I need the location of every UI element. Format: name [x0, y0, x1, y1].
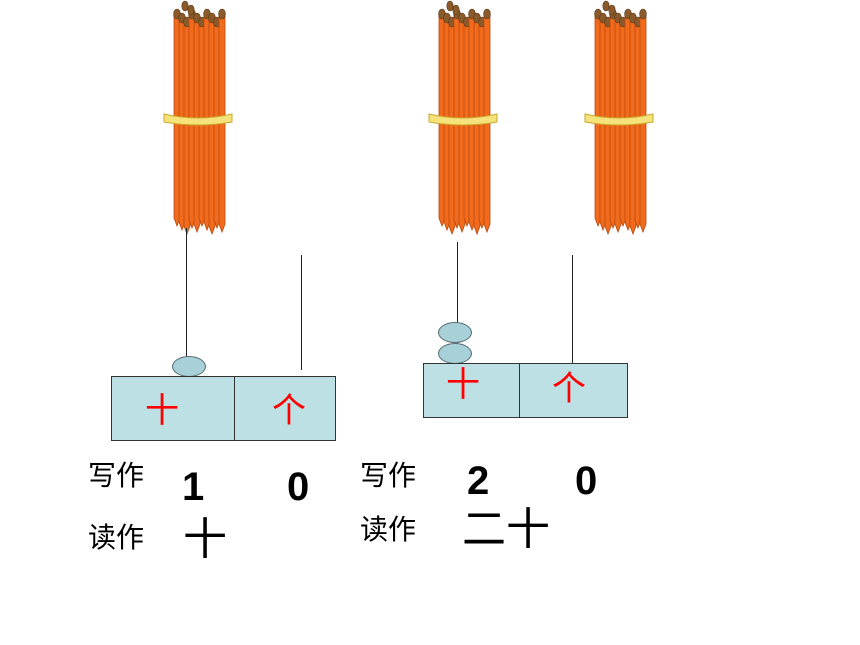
- left-abacus-divider: [234, 377, 235, 440]
- right-tens-rod: [457, 242, 458, 362]
- right-abacus-divider: [519, 364, 520, 417]
- right-tens-bead: [438, 343, 472, 364]
- right-read-value: 二十: [462, 504, 550, 555]
- left-write-label: 写作: [88, 459, 145, 492]
- left-read-label: 读作: [88, 521, 145, 554]
- left-read-value: 十: [183, 514, 227, 565]
- left-tens-place-label: 十: [145, 391, 179, 431]
- left-ones-rod: [301, 255, 302, 370]
- right-write-ones-digit: 0: [575, 459, 598, 503]
- left-tens-rod: [186, 228, 187, 358]
- left-abacus-box: 十 个: [111, 376, 336, 441]
- stick-bundle-icon: [163, 0, 233, 235]
- left-tens-bead: [172, 356, 206, 377]
- right-ones-rod: [572, 255, 573, 365]
- right-tens-bead: [438, 322, 472, 343]
- right-abacus-box: 十 个: [423, 363, 628, 418]
- right-read-label: 读作: [360, 513, 417, 546]
- right-write-tens-digit: 2: [467, 459, 490, 503]
- right-tens-place-label: 十: [446, 365, 480, 405]
- left-write-tens-digit: 1: [182, 465, 205, 509]
- left-ones-place-label: 个: [272, 391, 306, 431]
- right-ones-place-label: 个: [552, 369, 586, 409]
- right-write-label: 写作: [360, 459, 417, 492]
- left-write-ones-digit: 0: [287, 465, 310, 509]
- stick-bundle-icon: [584, 0, 654, 235]
- stick-bundle-icon: [428, 0, 498, 235]
